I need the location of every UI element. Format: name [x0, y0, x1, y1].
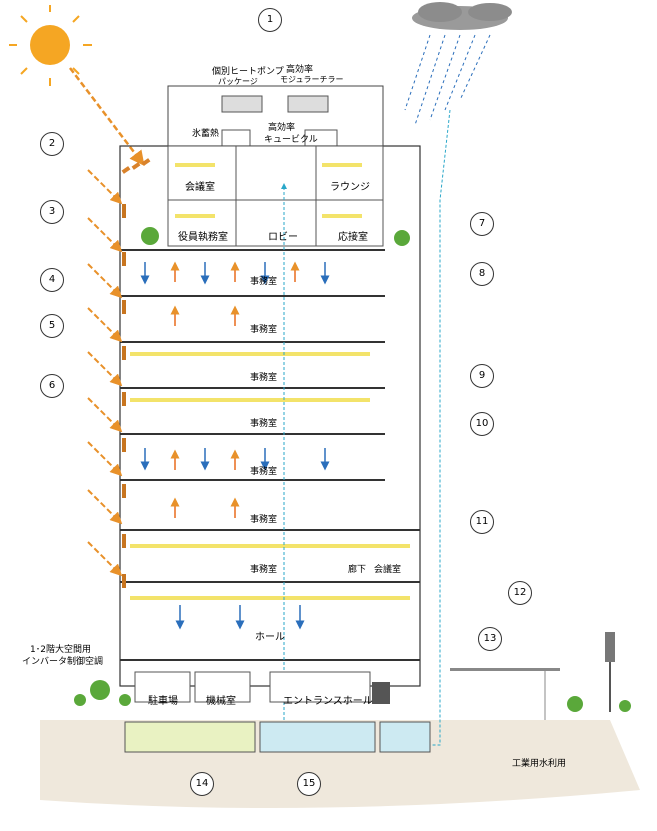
- label-cubicle: 高効率: [268, 123, 296, 133]
- callout-3: 3: [40, 200, 64, 224]
- room-office-1: 事務室: [250, 277, 278, 287]
- room-meeting-top: 会議室: [185, 182, 215, 193]
- room-office-3: 事務室: [250, 373, 278, 383]
- callout-5: 5: [40, 314, 64, 338]
- facade-louvers: [122, 204, 126, 588]
- cloud-icon: [412, 2, 512, 30]
- heat-arrows: [170, 261, 300, 518]
- room-office-6: 事務室: [250, 515, 278, 525]
- room-parking: 駐車場: [148, 696, 178, 707]
- room-office-2: 事務室: [250, 325, 278, 335]
- room-lobby: ロビー: [268, 232, 298, 243]
- room-lounge: ラウンジ: [330, 182, 370, 193]
- callout-14: 14: [190, 772, 214, 796]
- room-meeting-2f: 会議室: [374, 565, 402, 575]
- water-tank: [259, 721, 376, 753]
- room-office-4: 事務室: [250, 419, 278, 429]
- callout-11: 11: [470, 510, 494, 534]
- callout-1: 1: [258, 8, 282, 32]
- note-industrial-water: 工業用水利用: [512, 759, 567, 769]
- callout-2: 2: [40, 132, 64, 156]
- callout-12: 12: [508, 581, 532, 605]
- callout-7: 7: [470, 212, 494, 236]
- callout-10: 10: [470, 412, 494, 436]
- label-chiller: 高効率: [286, 65, 314, 75]
- room-executive: 役員執務室: [178, 232, 228, 243]
- room-office-7: 事務室: [250, 565, 278, 575]
- callout-9: 9: [470, 364, 494, 388]
- solar-panel-icon: [121, 158, 151, 174]
- water-tank-2: [379, 721, 431, 753]
- room-machine: 機械室: [206, 696, 236, 707]
- callout-13: 13: [478, 627, 502, 651]
- room-hall: ホール: [255, 632, 285, 643]
- ceiling-lights: [130, 163, 410, 600]
- label-ice: 氷蓄熱: [192, 129, 220, 139]
- room-reception: 応接室: [338, 232, 368, 243]
- note-hvac2: インバータ制御空調: [22, 657, 104, 667]
- note-hvac1: 1･2階大空間用: [30, 645, 91, 655]
- floor-slabs: [120, 249, 420, 661]
- sun-icon: [9, 5, 92, 86]
- room-corridor: 廊下: [348, 565, 367, 575]
- room-entrance: エントランスホール: [283, 696, 373, 707]
- label-heatpump: 個別ヒートポンプ: [212, 67, 284, 77]
- callout-15: 15: [297, 772, 321, 796]
- room-office-5: 事務室: [250, 467, 278, 477]
- rain-icon: [404, 34, 491, 126]
- label-heatpump2: パッケージ: [218, 77, 258, 86]
- airflow-arrows: [140, 262, 330, 630]
- tree-icon: [74, 227, 631, 712]
- callout-8: 8: [470, 262, 494, 286]
- callout-4: 4: [40, 268, 64, 292]
- callout-6: 6: [40, 374, 64, 398]
- green-tank: [124, 721, 256, 753]
- label-chiller2: モジュラーチラー: [280, 75, 344, 84]
- label-cubicle2: キュービクル: [264, 135, 318, 145]
